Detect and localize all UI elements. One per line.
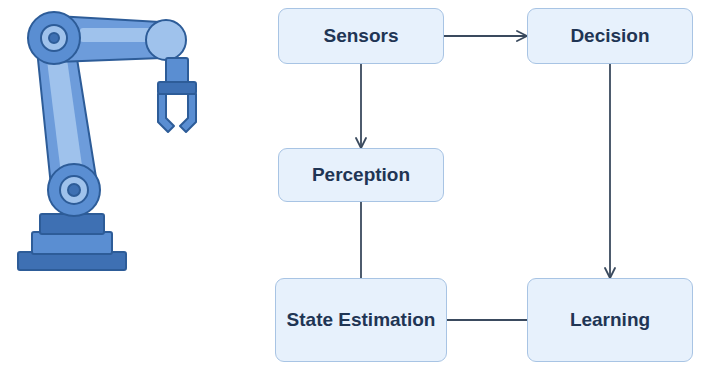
process-box: Learning	[527, 278, 693, 362]
process-box: Perception	[278, 148, 444, 202]
process-box: State Estimation	[275, 278, 447, 362]
connector-line	[360, 202, 362, 278]
arrow-connector	[360, 64, 362, 148]
box-label: Learning	[560, 309, 660, 332]
box-label: Sensors	[314, 25, 409, 48]
arrow-connector	[444, 35, 527, 37]
box-label: State Estimation	[277, 309, 446, 332]
connector-line	[447, 319, 527, 321]
process-box: Sensors	[278, 8, 444, 64]
process-box: Decision	[527, 8, 693, 64]
arrow-connector	[609, 64, 611, 278]
box-label: Decision	[560, 25, 659, 48]
box-label: Perception	[302, 164, 420, 187]
